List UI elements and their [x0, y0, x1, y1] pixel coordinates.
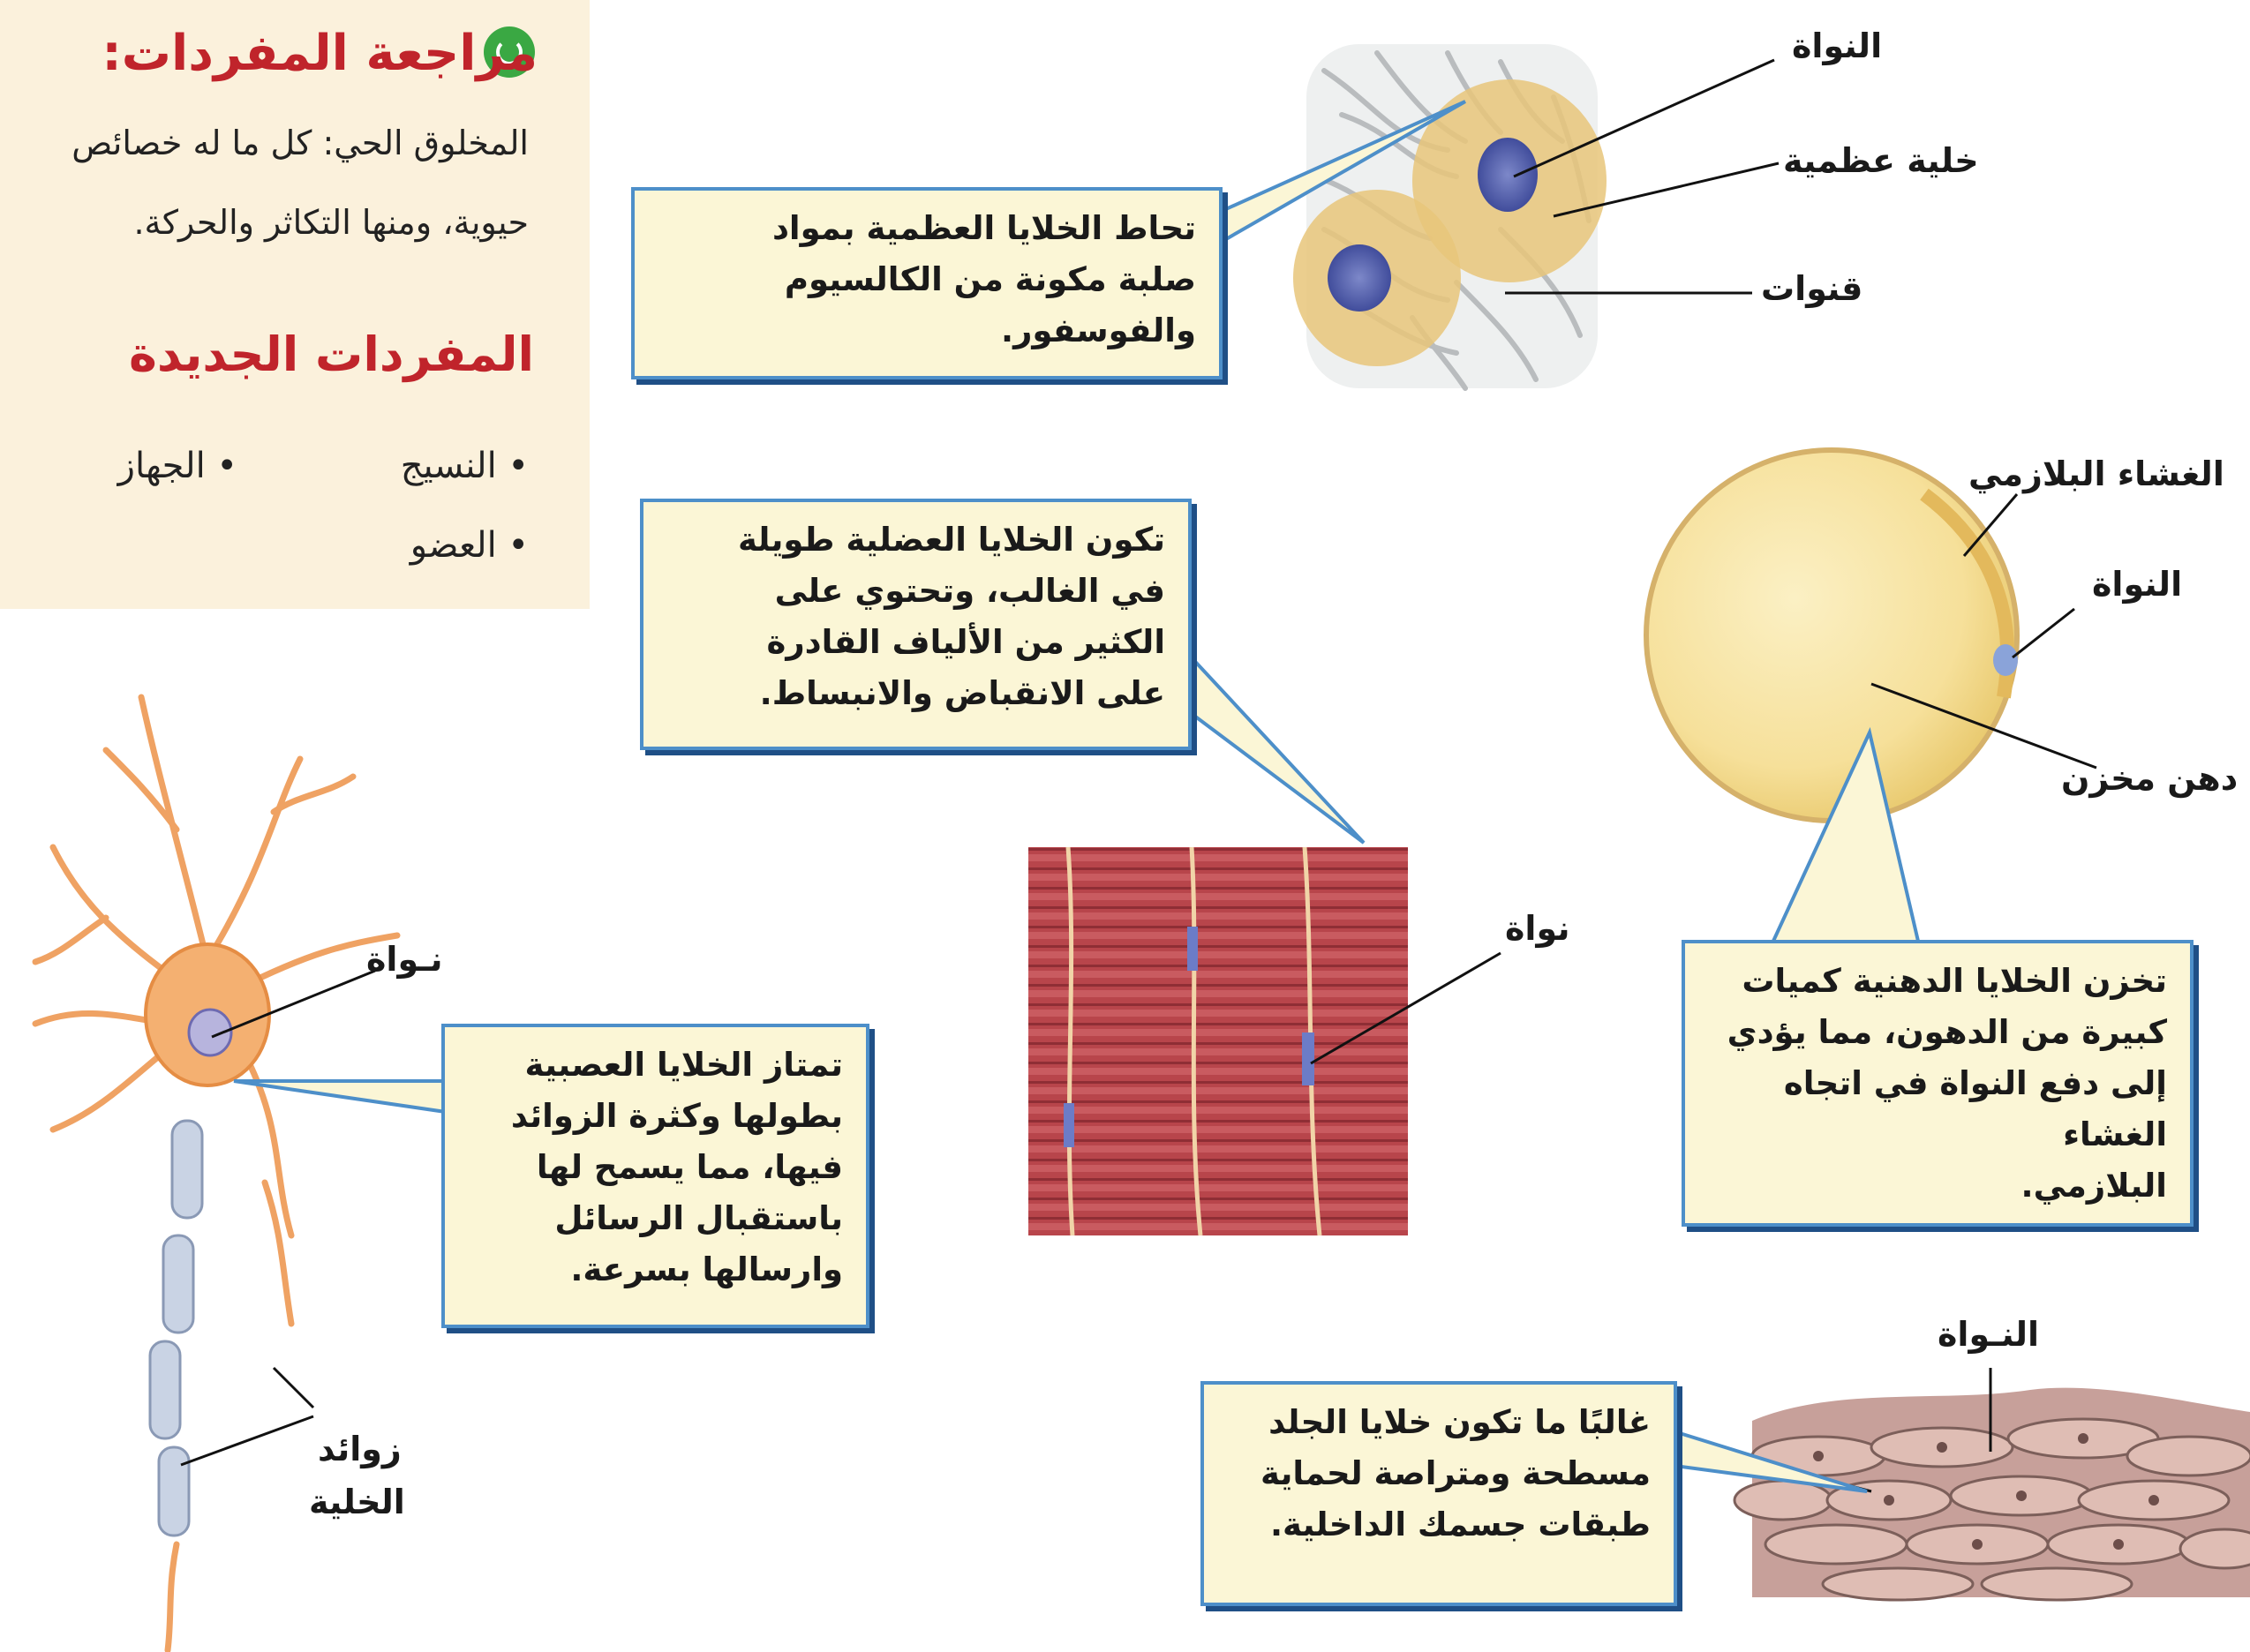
- nerve-extensions-label-2: الخلية: [309, 1483, 405, 1521]
- organism-definition-line2: حيوية، ومنها التكاثر والحركة.: [133, 203, 529, 242]
- muscle-nucleus-label: نواة: [1505, 909, 1570, 948]
- new-vocab-title: المفردات الجديدة: [129, 327, 534, 382]
- skin-cell-callout: غالبًا ما تكون خلايا الجلد مسطحة ومتراصة…: [1200, 1381, 1677, 1606]
- term-tissue: • النسيج: [401, 446, 529, 486]
- bone-cell-illustration: [1293, 44, 1607, 388]
- bone-nucleus-label: النواة: [1792, 26, 1882, 65]
- fat-stored-label: دهن مخزن: [2061, 759, 2238, 798]
- bone-canals-label: قنوات: [1761, 269, 1862, 308]
- fat-nucleus-label: النواة: [2092, 565, 2182, 604]
- term-system: • الجهاز: [118, 446, 237, 486]
- nerve-extensions-label-1: زوائد: [318, 1430, 402, 1468]
- bone-cell-label: خلية عظمية: [1783, 141, 1979, 180]
- organism-definition-line1: المخلوق الحي: كل ما له خصائص: [71, 124, 529, 162]
- vocab-review-title: مراجعة المفردات:: [102, 25, 538, 82]
- fat-cell-illustration: [1646, 450, 2018, 821]
- nerve-cell-callout: تمتاز الخلايا العصبية بطولها وكثرة الزوا…: [441, 1024, 869, 1328]
- skin-nucleus-label: النـواة: [1938, 1315, 2039, 1354]
- vocabulary-panel: [0, 0, 590, 609]
- nerve-nucleus-label: نـواة: [366, 940, 443, 979]
- fat-membrane-label: الغشاء البلازمي: [1968, 454, 2224, 493]
- term-organ: • العضو: [410, 525, 529, 566]
- muscle-cell-callout: تكون الخلايا العضلية طويلة في الغالب، وت…: [640, 499, 1192, 750]
- fat-cell-callout: تخزن الخلايا الدهنية كميات كبيرة من الده…: [1682, 940, 2194, 1227]
- skin-cell-illustration: [1735, 1388, 2250, 1600]
- bone-cell-callout: تحاط الخلايا العظمية بمواد صلبة مكونة من…: [631, 187, 1223, 379]
